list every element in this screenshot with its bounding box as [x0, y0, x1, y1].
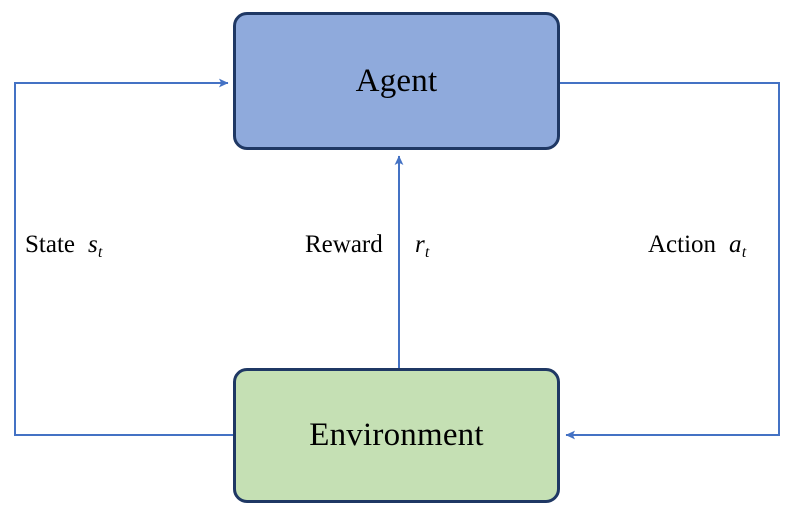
environment-node[interactable]: Environment [233, 368, 560, 503]
action-edge-label: Action at [648, 231, 747, 261]
action-connector [560, 82, 780, 440]
state-connector [14, 78, 233, 436]
agent-node[interactable]: Agent [233, 12, 560, 150]
reward-edge-symbol: rt [415, 231, 430, 261]
agent-node-label: Agent [355, 62, 438, 99]
action-edge-label-text: Action [648, 231, 717, 258]
state-edge-symbol: st [88, 231, 103, 261]
environment-node-label: Environment [309, 417, 484, 453]
reward-edge-symbol-wrap: rt [415, 231, 430, 261]
action-edge-symbol: at [729, 231, 747, 261]
reward-edge-label-text: Reward [305, 231, 383, 258]
reward-edge-label: Reward [305, 232, 383, 257]
state-edge-label-text: State [25, 231, 75, 258]
